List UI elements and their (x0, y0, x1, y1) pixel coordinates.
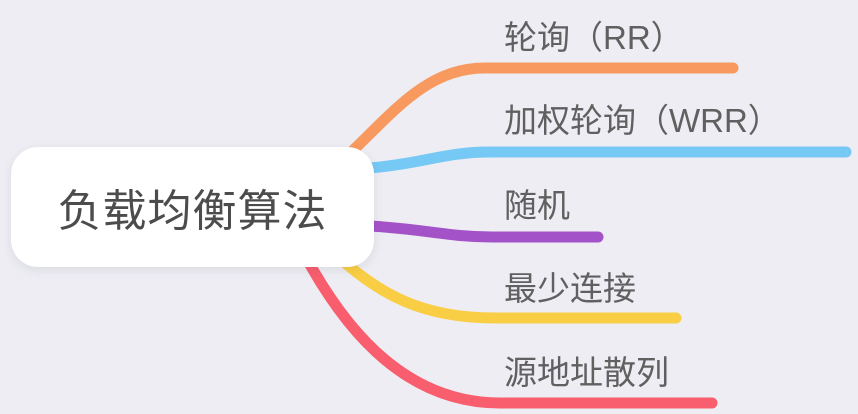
branch-label-source-hash[interactable]: 源地址散列 (504, 354, 669, 391)
branch-label-least-connections[interactable]: 最少连接 (504, 270, 636, 307)
root-node-label: 负载均衡算法 (57, 187, 328, 236)
branch-curve-weighted-round-robin (364, 146, 852, 174)
branch-curve-least-connections (327, 246, 682, 324)
branch-label-random[interactable]: 随机 (504, 187, 570, 224)
branch-label-weighted-round-robin[interactable]: 加权轮询（WRR） (504, 102, 781, 139)
root-node[interactable]: 负载均衡算法 (11, 147, 374, 267)
branch-label-round-robin[interactable]: 轮询（RR） (504, 19, 684, 56)
branch-curve-random (364, 220, 604, 243)
branch-curve-source-hash (296, 244, 718, 409)
